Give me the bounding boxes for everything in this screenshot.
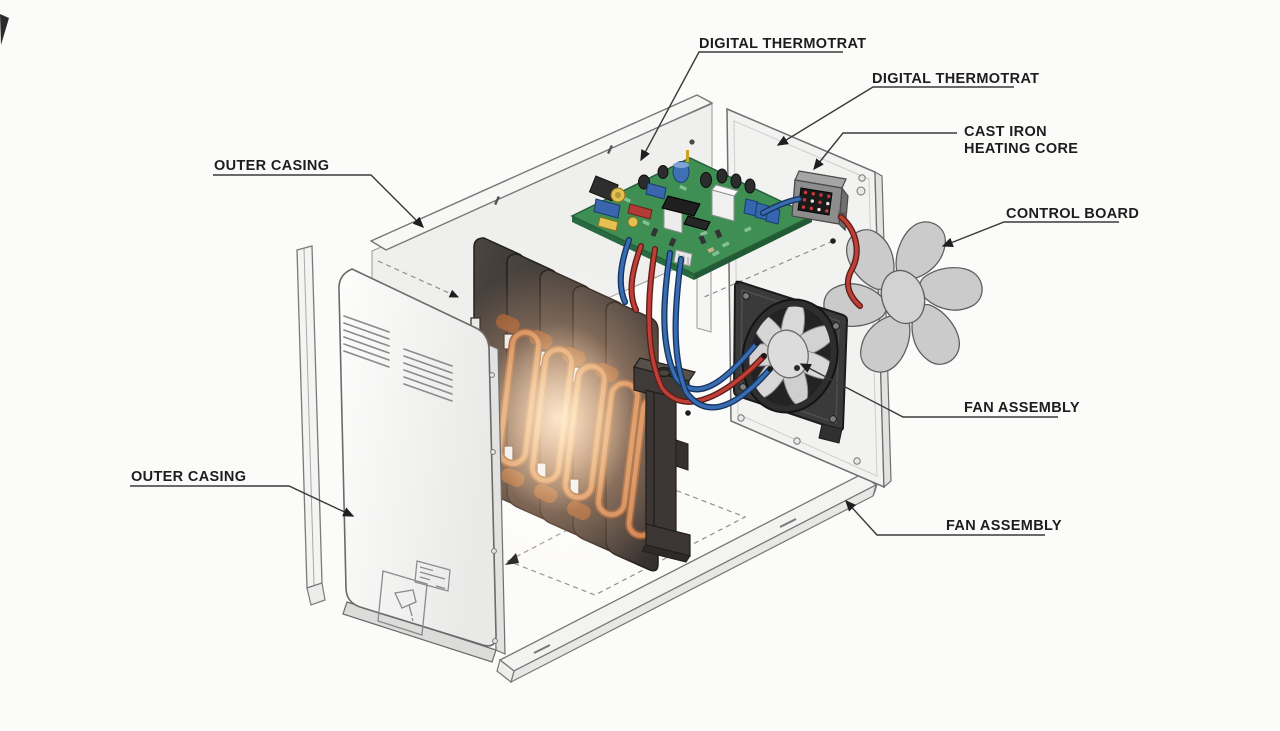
labels: DIGITAL THERMOTRAT DIGITAL THERMOTRAT CA… [131,36,1139,534]
leader-fan-assembly-lower [845,499,1045,536]
leader-fan-assembly-upper [799,363,1058,418]
front-casing-panel [338,268,506,663]
leader-digital-thermostat-top [640,51,843,162]
dash-endpoint-dot [830,238,836,244]
slot-mark [607,144,613,155]
leader-control-board [941,221,1119,247]
control-board-pcb [570,150,814,280]
wiring [617,195,864,411]
leader-lines [130,51,1119,536]
slot-mark [494,195,500,206]
screw [742,292,750,300]
vent-slats-right [403,348,453,402]
alignment-dash-line [377,260,460,298]
screw [489,372,495,378]
corner-mark [0,14,9,45]
spec-plate [414,560,451,592]
leader-cast-iron-core [813,132,957,171]
screw [739,383,747,391]
display-screen [797,187,833,216]
thermostat-display-module [791,170,849,232]
propeller-hub [880,269,926,325]
screw [491,548,497,554]
dash-endpoint-dot [685,410,691,416]
label-fan-assembly-lower: FAN ASSEMBLY [946,518,1062,534]
label-control-board: CONTROL BOARD [1006,206,1139,222]
screw [856,186,866,196]
screw [832,322,840,330]
leader-outer-casing-front [130,485,355,517]
propeller-fan [823,221,983,373]
trim-rail [296,245,326,606]
label-outer-casing-front: OUTER CASING [131,469,246,485]
screw [829,415,837,423]
slot-mark [533,518,797,654]
pcb-standoff [696,267,712,333]
fan-assembly [732,280,849,444]
warning-label [377,570,428,636]
screw [689,139,695,145]
vent-slats-left [343,315,390,368]
screw [853,457,861,465]
screw [858,174,866,182]
screw [793,437,801,445]
base-rail [496,473,879,684]
pcb-components [588,150,781,267]
display-leds [801,190,831,213]
leader-outer-casing-rear [213,174,424,228]
label-cast-iron-line2: HEATING CORE [964,141,1078,157]
leader-digital-thermostat-side [776,86,1014,146]
screw [492,638,498,644]
label-digital-thermostat-top: DIGITAL THERMOTRAT [699,36,866,52]
label-fan-assembly-upper: FAN ASSEMBLY [964,400,1080,416]
label-outer-casing-rear: OUTER CASING [214,158,329,174]
screw [737,414,745,422]
alignment-dash-line [701,240,834,299]
label-cast-iron-line1: CAST IRON [964,124,1047,140]
fan-mount-tab [818,423,843,444]
label-digital-thermostat-side: DIGITAL THERMOTRAT [872,71,1039,87]
screw [490,449,496,455]
